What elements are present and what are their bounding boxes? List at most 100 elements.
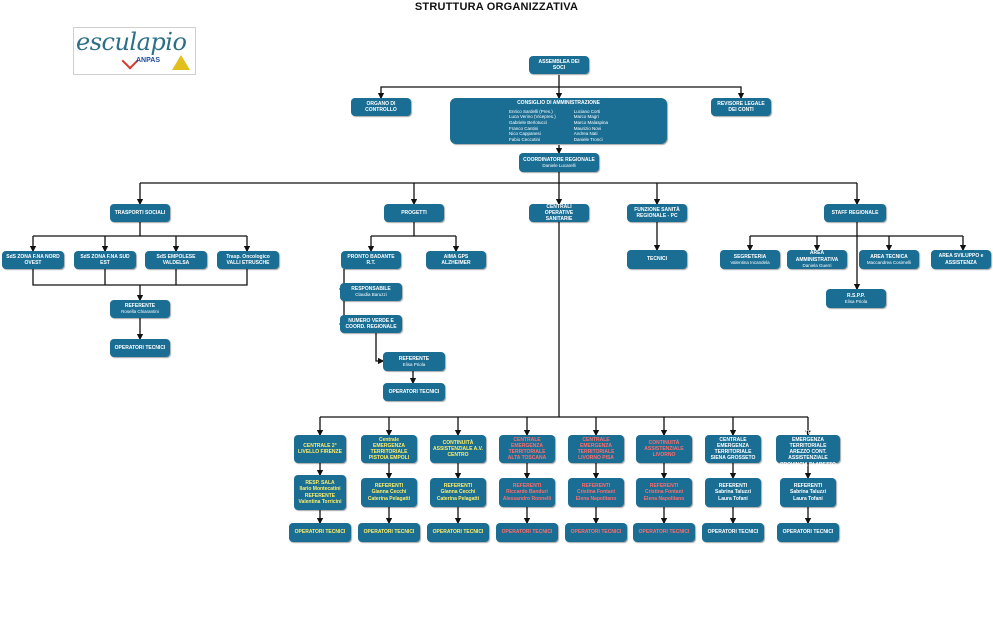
centrale-referenti-node: REFERENTI Sabrina Taluzzi Laura Tofani [705, 478, 761, 507]
consiglio-title: CONSIGLIO DI AMMINISTRAZIONE [517, 99, 600, 106]
centrale-referenti-node: REFERENTI Sabrina Taluzzi Laura Tofani [780, 478, 836, 507]
pronto-badante-label: PRONTO BADANTE R.T. [347, 253, 395, 266]
tecnici-label: TECNICI [647, 256, 667, 263]
segreteria-node: SEGRETERIA Valentina Incandela [720, 250, 780, 269]
page-title: STRUTTURA ORGANIZZATIVA [414, 1, 579, 13]
progetti-title: PROGETTI [401, 209, 427, 216]
operatori-label: OPERATORI TECNICI [388, 388, 440, 395]
logo-wordmark: esculapio [76, 28, 187, 56]
operatori-label: OPERATORI TECNICI [638, 529, 690, 536]
member-name: Gabriele Berlotucci [509, 120, 548, 125]
progetti-responsabile-node: RESPONSABILE Claudia Baruzzi [340, 283, 402, 301]
member-name: Marco Malaspina [573, 120, 608, 125]
sviluppo-title: AREA SVILUPPO e ASSISTENZA [938, 253, 984, 266]
referenti-line: Elena Napolitano [643, 495, 685, 502]
trasporti-operatori-node: OPERATORI TECNICI [110, 339, 170, 357]
organo-controllo-node: ORGANO DI CONTROLLO [351, 98, 411, 116]
logo-anpas: ANPAS [136, 57, 160, 64]
area-sviluppo-node: AREA SVILUPPO e ASSISTENZA [931, 250, 991, 269]
segreteria-title: SEGRETERIA [733, 253, 767, 260]
zona-node: Trasp. Oncologico VALLI ETRUSCHE [217, 251, 279, 269]
zona-node: SdS ZONA F.NA SUD EST [74, 251, 136, 269]
centrale-title: CONTINUITÀ ASSISTENZIALE LIVORNO [644, 439, 684, 459]
civil-protection-triangle-icon [172, 55, 190, 70]
progetti-node: PROGETTI [384, 204, 444, 222]
progetti-referente-node: REFERENTE Elisa Priola [383, 352, 445, 371]
referente-title: REFERENTE [398, 355, 430, 362]
aima-node: AIMA GPS ALZHEIMER [426, 251, 486, 269]
centrale-referenti-node: REFERENTI Gianna Cecchi Caterina Pelagat… [361, 478, 417, 507]
rspp-title: R.S.P.P. [847, 292, 865, 299]
referenti-line: Riccardo Banduri [506, 489, 548, 496]
member-name: Franco Cantini [509, 125, 539, 131]
member-name: Luca Verino (Vicepres.) [509, 114, 556, 120]
referenti-title: REFERENTI [793, 483, 823, 490]
centrale-operatori-node: OPERATORI TECNICI [565, 523, 627, 542]
centrali-title: CENTRALI OPERATIVE SANITARIE [544, 203, 574, 223]
operatori-label: OPERATORI TECNICI [114, 344, 166, 351]
centrale-operatori-node: OPERATORI TECNICI [358, 523, 420, 542]
centrale-referenti-node: REFERENTI Cristina Fontani Elena Napolit… [568, 478, 624, 507]
centrale-operatori-node: OPERATORI TECNICI [633, 523, 695, 542]
responsabile-title: RESPONSABILE [351, 286, 391, 293]
referenti-title: REFERENTI [649, 483, 679, 490]
funzione-sanita-node: FUNZIONE SANITÀ REGIONALE - PC [627, 204, 687, 222]
referenti-title: REFERENTI [512, 483, 542, 490]
centrale-node: CONTINUITÀ ASSISTENZIALE A.V. CENTRO [430, 435, 486, 463]
referenti-line: Alessandro Ronnelli [502, 495, 552, 502]
centrali-operative-node: CENTRALI OPERATIVE SANITARIE [529, 204, 589, 222]
referenti-line: Gianna Cecchi [371, 489, 407, 496]
referente-name: Elisa Priola [402, 361, 426, 367]
numero-verde-node: NUMERO VERDE E COORD. REGIONALE [340, 315, 402, 333]
area-amministrativa-node: AREA AMMINISTRATIVA Daniela Guerri [787, 250, 847, 269]
consiglio-members-left: Enrico Sardelli (Pres.) Luca Verino (Vic… [509, 109, 556, 143]
operatori-label: OPERATORI TECNICI [432, 529, 484, 536]
referenti-line: Caterina Pelagatti [367, 495, 411, 502]
tecnici-node: TECNICI [627, 250, 687, 269]
centrale-operatori-node: OPERATORI TECNICI [777, 523, 839, 542]
staff-regionale-node: STAFF REGIONALE [824, 204, 886, 222]
referente-title: REFERENTE [124, 303, 156, 310]
member-name: Luciano Corti [573, 108, 601, 114]
progetti-operatori-node: OPERATORI TECNICI [383, 383, 445, 401]
aima-label: AIMA GPS ALZHEIMER [441, 253, 471, 266]
member-name: Marco Magri [573, 114, 599, 120]
consiglio-members-right: Luciano Corti Marco Magri Marco Malaspin… [574, 109, 608, 143]
operatori-label: OPERATORI TECNICI [363, 529, 415, 536]
centrale-node: CENTRALE EMERGENZA TERRITORIALE ALTA TOS… [499, 435, 555, 463]
referenti-line: Sabrina Taluzzi [714, 489, 752, 496]
centrale-node: CONTINUITÀ ASSISTENZIALE LIVORNO [636, 435, 692, 463]
zona-label: SdS ZONA F.NA SUD EST [80, 253, 130, 266]
centrale-node: CENTRALE EMERGENZA TERRITORIALE AREZZO C… [776, 430, 840, 468]
funzione-title: FUNZIONE SANITÀ REGIONALE - PC [634, 206, 680, 219]
referenti-line: REFERENTE [304, 492, 336, 499]
referenti-title: REFERENTI [443, 483, 473, 490]
esculapio-logo: esculapio ANPAS [73, 27, 196, 75]
amministrativa-title: AREA AMMINISTRATIVA [795, 250, 839, 263]
referenti-line: Cristina Fontani [576, 489, 616, 496]
member-name: Daniele Troncì [573, 136, 603, 142]
centrale-title: CENTRALE EMERGENZA TERRITORIALE ALTA TOS… [507, 436, 547, 462]
pronto-badante-node: PRONTO BADANTE R.T. [341, 251, 401, 269]
zona-label: SdS ZONA F.NA NORD OVEST [6, 253, 60, 266]
operatori-label: OPERATORI TECNICI [782, 529, 834, 536]
rspp-node: R.S.P.P. Elisa Priola [826, 289, 886, 308]
responsabile-name: Claudia Baruzzi [355, 292, 387, 298]
centrale-node: CENTRALE EMERGENZA TERRITORIALE LIVORNO … [568, 435, 624, 463]
tecnica-name: Maccandrea Cosimelli [866, 259, 912, 265]
referenti-line: Gianna Cecchi [440, 489, 476, 496]
organo-controllo-label: ORGANO DI CONTROLLO [365, 100, 397, 113]
referenti-title: REFERENTI [581, 483, 611, 490]
centrale-title: CONTINUITÀ ASSISTENZIALE A.V. CENTRO [433, 439, 483, 459]
referenti-title: REFERENTI [374, 483, 404, 490]
coordinatore-name: Daniele Lucarelli [542, 162, 576, 168]
referenti-line: Sabrina Taluzzi [789, 489, 827, 496]
trasporti-title: TRASPORTI SOCIALI [114, 209, 166, 216]
centrale-title: Centrale EMERGENZA TERRITORIALE PISTOIA … [368, 436, 410, 462]
trasporti-sociali-node: TRASPORTI SOCIALI [110, 204, 170, 222]
referenti-line: Laura Tofani [793, 495, 823, 502]
numero-verde-label: NUMERO VERDE E COORD. REGIONALE [345, 317, 397, 330]
centrale-node: CENTRALE EMERGENZA TERRITORIALE SIENA GR… [705, 435, 761, 463]
member-name: Andrea Nati [573, 131, 598, 137]
member-name: Nico Cappanesi [509, 131, 541, 137]
